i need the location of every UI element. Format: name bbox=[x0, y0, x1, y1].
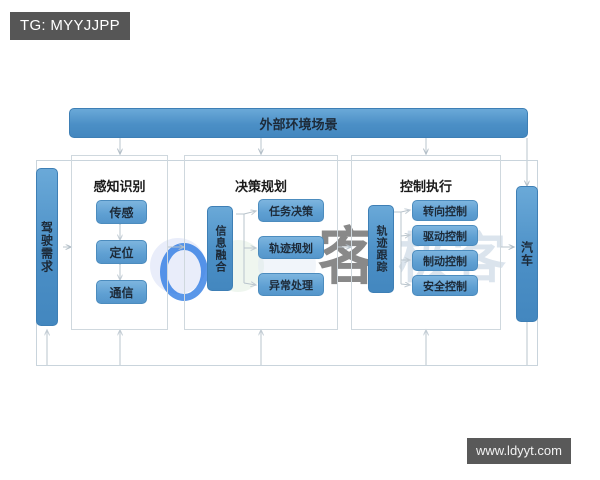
panel-decision: 决策规划 bbox=[184, 155, 338, 330]
hub-information-fusion: 信息融合 bbox=[207, 206, 233, 291]
node-localization-label: 定位 bbox=[109, 245, 134, 260]
node-safety-control-label: 安全控制 bbox=[423, 279, 467, 293]
driving-demand-bar: 驾驶需求 bbox=[36, 168, 58, 326]
node-localization: 定位 bbox=[96, 240, 147, 264]
node-safety-control: 安全控制 bbox=[412, 275, 478, 296]
vehicle-bar: 汽车 bbox=[516, 186, 538, 322]
node-task-decision: 任务决策 bbox=[258, 199, 324, 222]
vehicle-label: 汽车 bbox=[519, 241, 534, 267]
node-steering-control-label: 转向控制 bbox=[423, 204, 467, 218]
hub-trajectory-tracking-label: 轨迹跟踪 bbox=[375, 225, 388, 273]
node-steering-control: 转向控制 bbox=[412, 200, 478, 221]
driving-demand-label: 驾驶需求 bbox=[39, 221, 54, 273]
panel-control: 控制执行 bbox=[351, 155, 501, 330]
node-sensor-label: 传感 bbox=[109, 205, 134, 220]
node-sensor: 传感 bbox=[96, 200, 147, 224]
node-exception-handling-label: 异常处理 bbox=[269, 278, 313, 292]
node-exception-handling: 异常处理 bbox=[258, 273, 324, 296]
node-communication: 通信 bbox=[96, 280, 147, 304]
node-drive-control: 驱动控制 bbox=[412, 225, 478, 246]
tg-watermark-tag: TG: MYYJJPP bbox=[10, 12, 130, 40]
node-communication-label: 通信 bbox=[109, 285, 134, 300]
panel-perception-title: 感知识别 bbox=[93, 180, 146, 195]
node-brake-control: 制动控制 bbox=[412, 250, 478, 271]
node-brake-control-label: 制动控制 bbox=[423, 254, 467, 268]
node-task-decision-label: 任务决策 bbox=[269, 204, 313, 218]
hub-trajectory-tracking: 轨迹跟踪 bbox=[368, 205, 394, 293]
node-trajectory-planning: 轨迹规划 bbox=[258, 236, 324, 259]
panel-control-title: 控制执行 bbox=[399, 180, 452, 195]
site-watermark-tag: www.ldyyt.com bbox=[467, 438, 571, 464]
node-trajectory-planning-label: 轨迹规划 bbox=[269, 241, 313, 255]
node-drive-control-label: 驱动控制 bbox=[423, 229, 467, 243]
hub-information-fusion-label: 信息融合 bbox=[214, 224, 227, 273]
external-environment-bar: 外部环境场景 bbox=[69, 108, 528, 138]
panel-perception: 感知识别 bbox=[71, 155, 168, 330]
panel-decision-title: 决策规划 bbox=[234, 180, 287, 195]
external-environment-label: 外部环境场景 bbox=[259, 117, 338, 133]
